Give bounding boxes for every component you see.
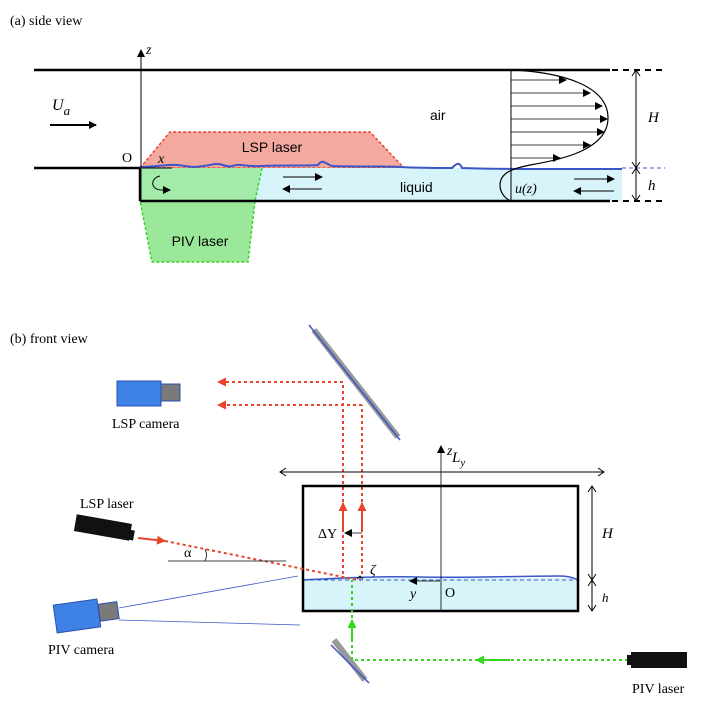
lsp-incident-beam [164,540,359,581]
side-liquid-interface [139,160,622,170]
front-lsp-laser-label: LSP laser [80,497,134,512]
lsp-camera-icon [116,380,181,407]
front-z-label: z [446,444,453,459]
profile-label: u(z) [515,182,537,197]
side-origin-label: O [122,151,132,166]
side-piv-laser-label: PIV laser [172,233,229,249]
front-dim-H-label: H [601,526,614,542]
front-piv-laser-label: PIV laser [632,682,685,697]
piv-camera-icon [52,598,120,634]
recirculation-arrow [152,175,171,194]
velocity-label: Ua [52,97,71,118]
front-width-label: Ly [451,450,465,469]
side-dim-H-label: H [647,110,660,126]
front-view-caption: (b) front view [10,332,89,347]
side-lsp-laser-label: LSP laser [242,139,303,155]
side-dim-h-label: h [648,178,656,194]
side-piv-region [140,168,262,201]
side-liquid-label: liquid [400,179,433,195]
side-x-label: x [157,152,165,167]
front-liquid-layer [303,578,578,611]
lsp-laser-icon [73,514,135,541]
lsp-camera-label: LSP camera [112,417,180,432]
side-air-label: air [430,107,446,123]
front-origin-label: O [445,586,455,601]
zeta-label: ζ [370,563,377,578]
side-z-label: z [145,43,152,58]
front-channel-box [301,484,580,613]
alpha-label: α [184,546,192,561]
piv-laser-icon [627,652,687,668]
delta-y-label: ΔY [318,527,337,542]
piv-camera-label: PIV camera [48,643,115,658]
front-dim-h-label: h [602,590,609,605]
side-lsp-laser-sheet [138,131,406,169]
front-y-label: y [408,587,417,602]
side-view-caption: (a) side view [10,14,83,29]
front-liquid-interface [302,575,579,581]
piv-view-line-upper [118,575,299,609]
profile-arrows [511,76,608,162]
velocity-profile-curve [499,69,609,202]
piv-view-line-lower [118,619,301,626]
side-piv-laser-sheet [139,200,256,263]
